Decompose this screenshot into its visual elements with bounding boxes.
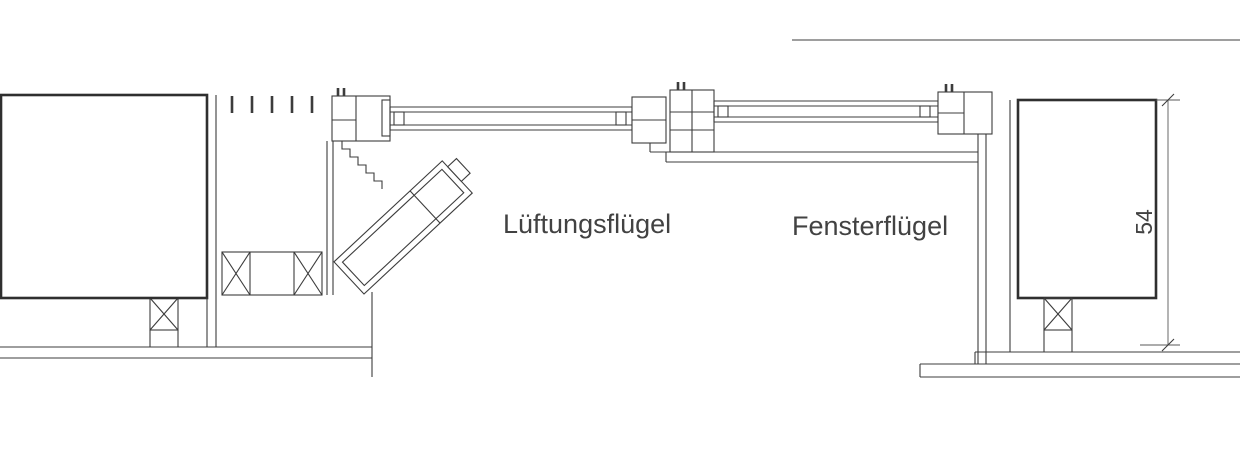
left-wall-panel	[0, 93, 217, 347]
dimension-value: 54	[1131, 209, 1157, 235]
right-wall-panel	[1009, 98, 1158, 352]
tilted-vent-sash	[333, 157, 474, 295]
dimension-54: 54	[1131, 93, 1180, 352]
glazing-left	[389, 106, 633, 131]
cavity-tick-marks	[230, 96, 314, 113]
label-window-sash: Fensterflügel	[792, 211, 948, 241]
sill-profile	[649, 143, 978, 163]
right-base-slab	[919, 351, 1240, 378]
left-base-slab	[0, 297, 372, 359]
mullion-post-right	[977, 134, 987, 364]
label-ventilation-sash: Lüftungsflügel	[503, 209, 671, 239]
annotations: Lüftungsflügel Fensterflügel	[503, 209, 948, 241]
glazing-right	[713, 100, 939, 123]
frame-left	[331, 88, 391, 189]
frame-middle	[631, 82, 715, 153]
cavity-blocking	[221, 141, 334, 296]
frame-right	[937, 84, 993, 135]
